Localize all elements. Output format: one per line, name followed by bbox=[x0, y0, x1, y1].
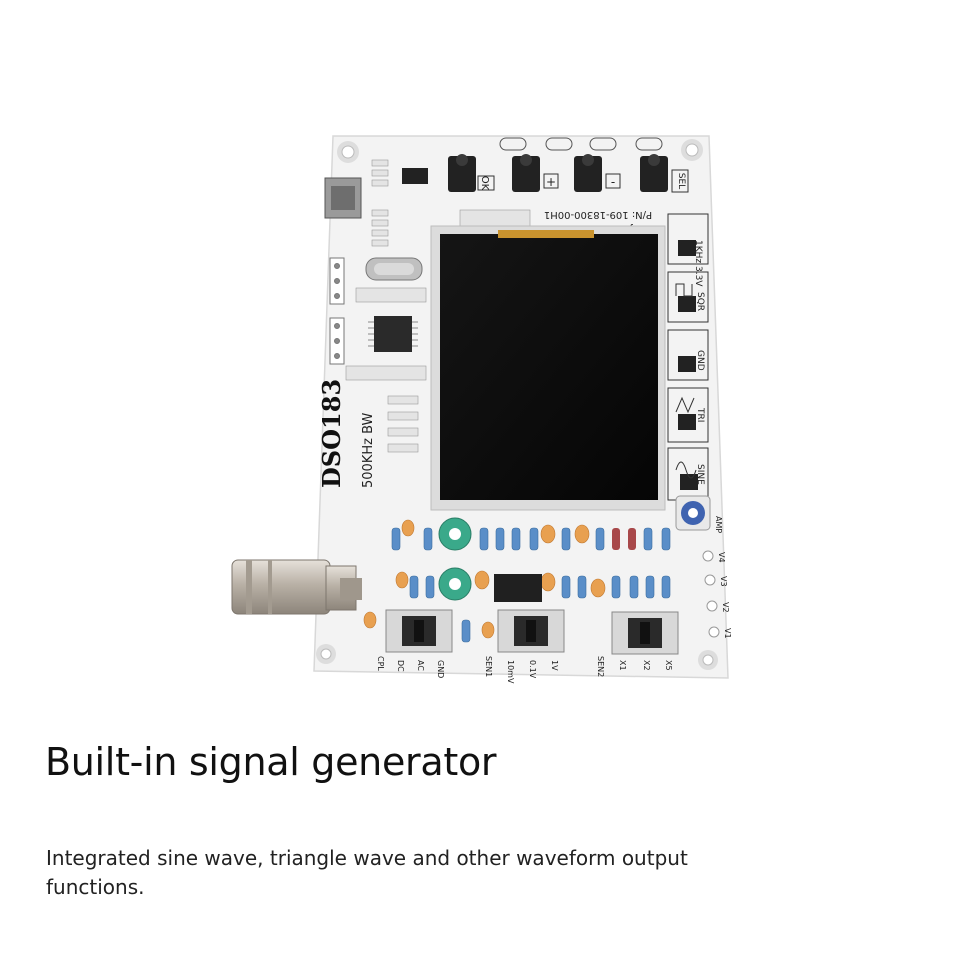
sen2-option-x5: X5 bbox=[664, 660, 673, 671]
product-photo: OK + - SEL JYETECH.COM P/N: 109-18300-00… bbox=[231, 135, 732, 684]
wave-label-tri: TRI bbox=[695, 407, 705, 422]
sel-label: SEL bbox=[676, 173, 686, 189]
crystal-oscillator bbox=[365, 257, 423, 281]
sen2-label: SEN2 bbox=[596, 656, 605, 677]
voltage-label-v4: V4 bbox=[717, 552, 726, 563]
sen2-option-x2: X2 bbox=[642, 660, 651, 671]
minus-label: - bbox=[611, 175, 615, 189]
part-number-label: P/N: 109-18300-00H1 bbox=[544, 209, 652, 220]
bandwidth-label: 500KHz BW bbox=[361, 412, 376, 488]
trimmer-capacitors bbox=[438, 517, 472, 601]
wave-label-sqr: SQR bbox=[695, 292, 705, 311]
pin-headers bbox=[329, 257, 345, 365]
regulator-chip bbox=[402, 168, 428, 184]
resistors bbox=[391, 527, 671, 643]
microcontroller-chip bbox=[368, 316, 418, 352]
description: Integrated sine wave, triangle wave and … bbox=[46, 846, 688, 899]
amp-label: AMP bbox=[714, 516, 723, 533]
sen1-option-0-1v: 0.1V bbox=[528, 660, 537, 679]
wave-label-sine: SINE bbox=[695, 464, 705, 485]
ok-label: OK bbox=[479, 176, 490, 191]
plus-label: + bbox=[546, 175, 556, 189]
heading: Built-in signal generator bbox=[45, 740, 497, 784]
wave-label-gnd: GND bbox=[695, 350, 705, 371]
sen2-option-x1: X1 bbox=[618, 660, 627, 671]
ceramic-capacitors bbox=[363, 519, 606, 639]
voltage-label-v3: V3 bbox=[719, 576, 728, 587]
amplitude-potentiometer bbox=[675, 495, 711, 531]
voltage-label-v2: V2 bbox=[721, 602, 730, 613]
usb-connector bbox=[324, 177, 362, 219]
slide-switches bbox=[385, 609, 679, 655]
opamp-chip bbox=[494, 574, 542, 602]
wave-label-1khz: 1KHz 3.3V bbox=[693, 240, 703, 287]
model-label: DSO183 bbox=[317, 379, 346, 488]
waveform-selector bbox=[667, 213, 709, 501]
lcd-screen bbox=[430, 225, 666, 511]
sen1-option-1v: 1V bbox=[550, 660, 559, 671]
cpl-label: CPL bbox=[376, 656, 385, 671]
push-buttons bbox=[448, 137, 668, 192]
sen1-label: SEN1 bbox=[484, 656, 493, 677]
cpl-option-dc: DC bbox=[396, 660, 405, 672]
cpl-option-ac: AC bbox=[416, 660, 425, 671]
bnc-connector bbox=[231, 559, 362, 615]
sen1-option-10mv: 10mV bbox=[506, 660, 515, 684]
smd-components bbox=[345, 159, 531, 453]
voltage-label-v1: V1 bbox=[723, 628, 732, 639]
cpl-option-gnd: GND bbox=[436, 660, 445, 678]
